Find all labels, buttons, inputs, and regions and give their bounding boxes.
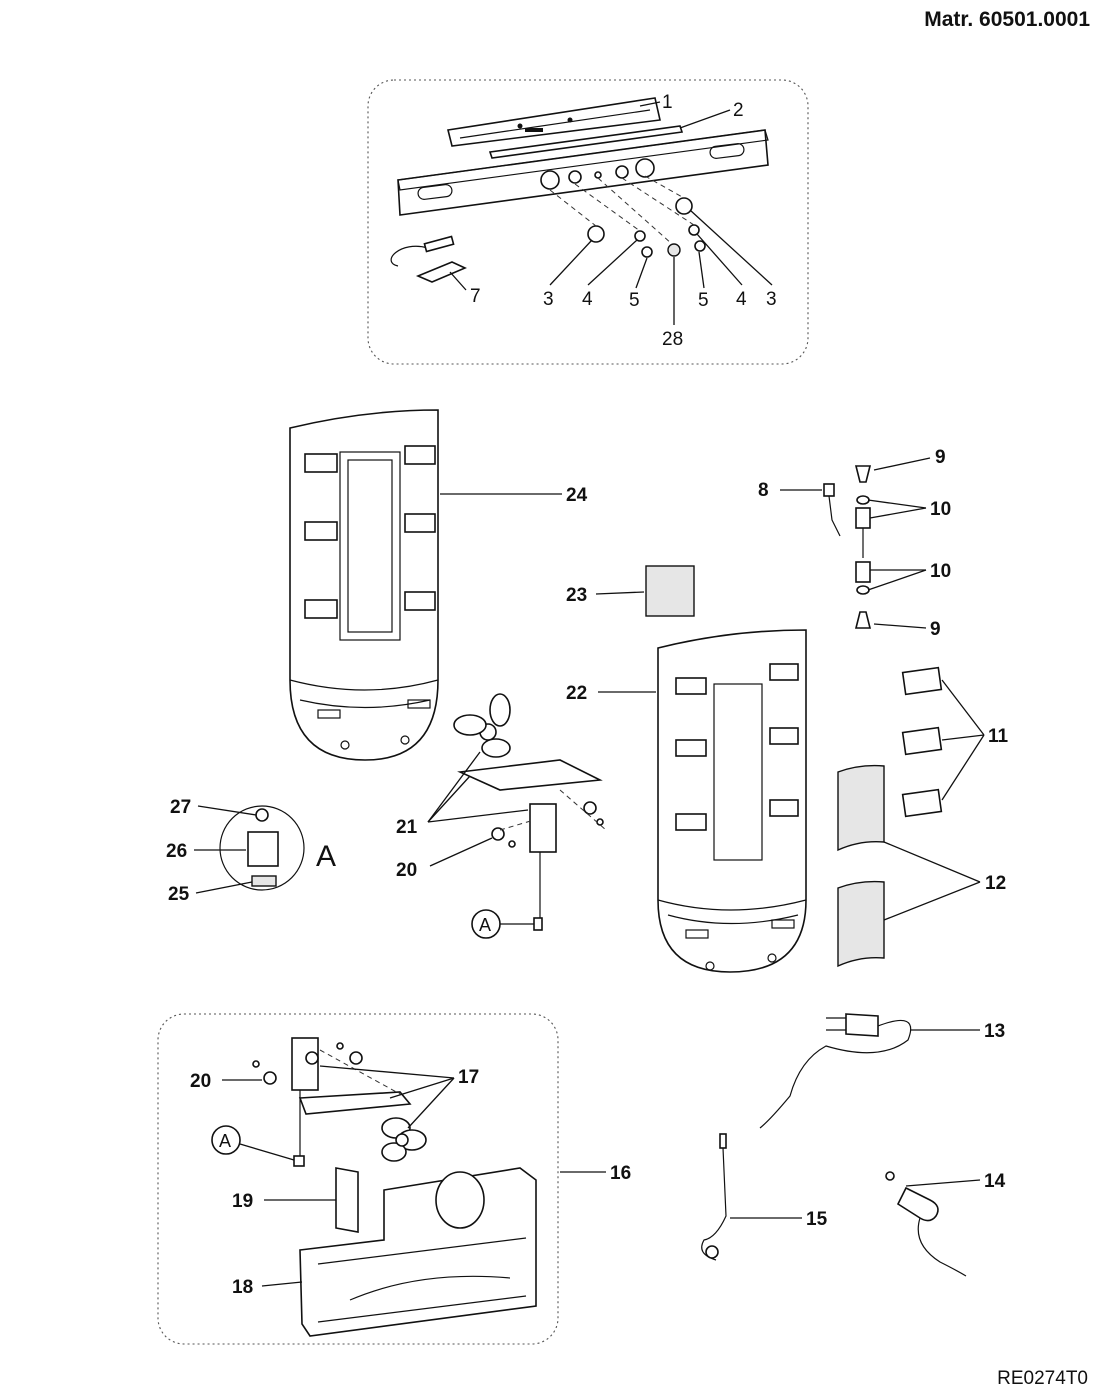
- part-11-vent-grilles: [901, 666, 985, 818]
- callout-26: 26: [166, 841, 187, 862]
- callout-2: 2: [733, 100, 744, 121]
- callout-3-right: 3: [766, 289, 777, 310]
- part-2-light-strip: [488, 125, 684, 159]
- callout-21: 21: [396, 817, 418, 838]
- reference-code: RE0274T0: [997, 1368, 1088, 1389]
- callout-18: 18: [232, 1277, 253, 1298]
- callout-15: 15: [806, 1209, 828, 1230]
- callout-4-right: 4: [736, 289, 747, 310]
- callout-5-right: 5: [698, 290, 709, 311]
- callout-8: 8: [758, 480, 769, 501]
- part-12-covers: [837, 764, 981, 968]
- part-1-control-board: [447, 97, 661, 147]
- part-20-grommet: [222, 1060, 277, 1085]
- callout-4-left: 4: [582, 289, 593, 310]
- leader-lines-top: [449, 101, 773, 325]
- knobs-and-indicators: [549, 175, 706, 258]
- callout-28: 28: [662, 329, 683, 350]
- callout-10-bottom: 10: [930, 561, 951, 582]
- callout-17: 17: [458, 1067, 479, 1088]
- material-number: Matr. 60501.0001: [924, 8, 1090, 31]
- part-23-pad: [595, 565, 695, 617]
- evaporator-group-border: [157, 1013, 559, 1345]
- callout-5-left: 5: [629, 290, 640, 311]
- connector-marker-lower: A: [211, 1125, 295, 1161]
- callout-1: 1: [662, 92, 673, 113]
- part-17-fan-motor: [291, 1037, 455, 1162]
- callout-14: 14: [984, 1171, 1006, 1192]
- control-panel-housing: [397, 129, 769, 216]
- callout-16: 16: [610, 1163, 631, 1184]
- part-22-inner-liner: [598, 629, 807, 973]
- part-13-power-cord: [759, 1013, 980, 1129]
- lamp-assembly: [780, 457, 931, 629]
- part-18-evaporator-housing: [261, 1167, 537, 1337]
- callout-25: 25: [168, 884, 190, 905]
- part-21-fan-assembly: [427, 693, 607, 931]
- callout-9-bottom: 9: [930, 619, 941, 640]
- callout-20-upper: 20: [396, 860, 417, 881]
- callout-22: 22: [566, 683, 587, 704]
- part-15-sensor-wire: [701, 1133, 802, 1261]
- evaporator-group: A: [157, 1013, 606, 1345]
- callout-13: 13: [984, 1021, 1005, 1042]
- callout-10-top: 10: [930, 499, 951, 520]
- callout-9-top: 9: [935, 447, 946, 468]
- callout-27: 27: [170, 797, 191, 818]
- svg-text:A: A: [219, 1131, 231, 1151]
- callout-7: 7: [470, 286, 481, 307]
- callout-3-left: 3: [543, 289, 554, 310]
- callout-19: 19: [232, 1191, 253, 1212]
- control-panel-group: 1 2 3 4 5 28 5 4 3 7: [367, 79, 809, 365]
- callout-20-lower: 20: [190, 1071, 211, 1092]
- detail-a-label: A: [316, 840, 336, 873]
- callout-11: 11: [988, 726, 1009, 747]
- svg-text:A: A: [479, 915, 491, 935]
- connector-marker-upper: A: [471, 909, 534, 939]
- callout-24: 24: [566, 485, 588, 506]
- callout-12: 12: [985, 873, 1006, 894]
- part-7-sensor: [390, 235, 467, 283]
- detail-a-connector: [194, 805, 305, 894]
- part-19-heater: [264, 1167, 359, 1233]
- callout-23: 23: [566, 585, 587, 606]
- control-panel-group-border: [367, 79, 809, 365]
- part-14-capacitor: [885, 1171, 981, 1277]
- part-24-rear-panel: [289, 409, 562, 761]
